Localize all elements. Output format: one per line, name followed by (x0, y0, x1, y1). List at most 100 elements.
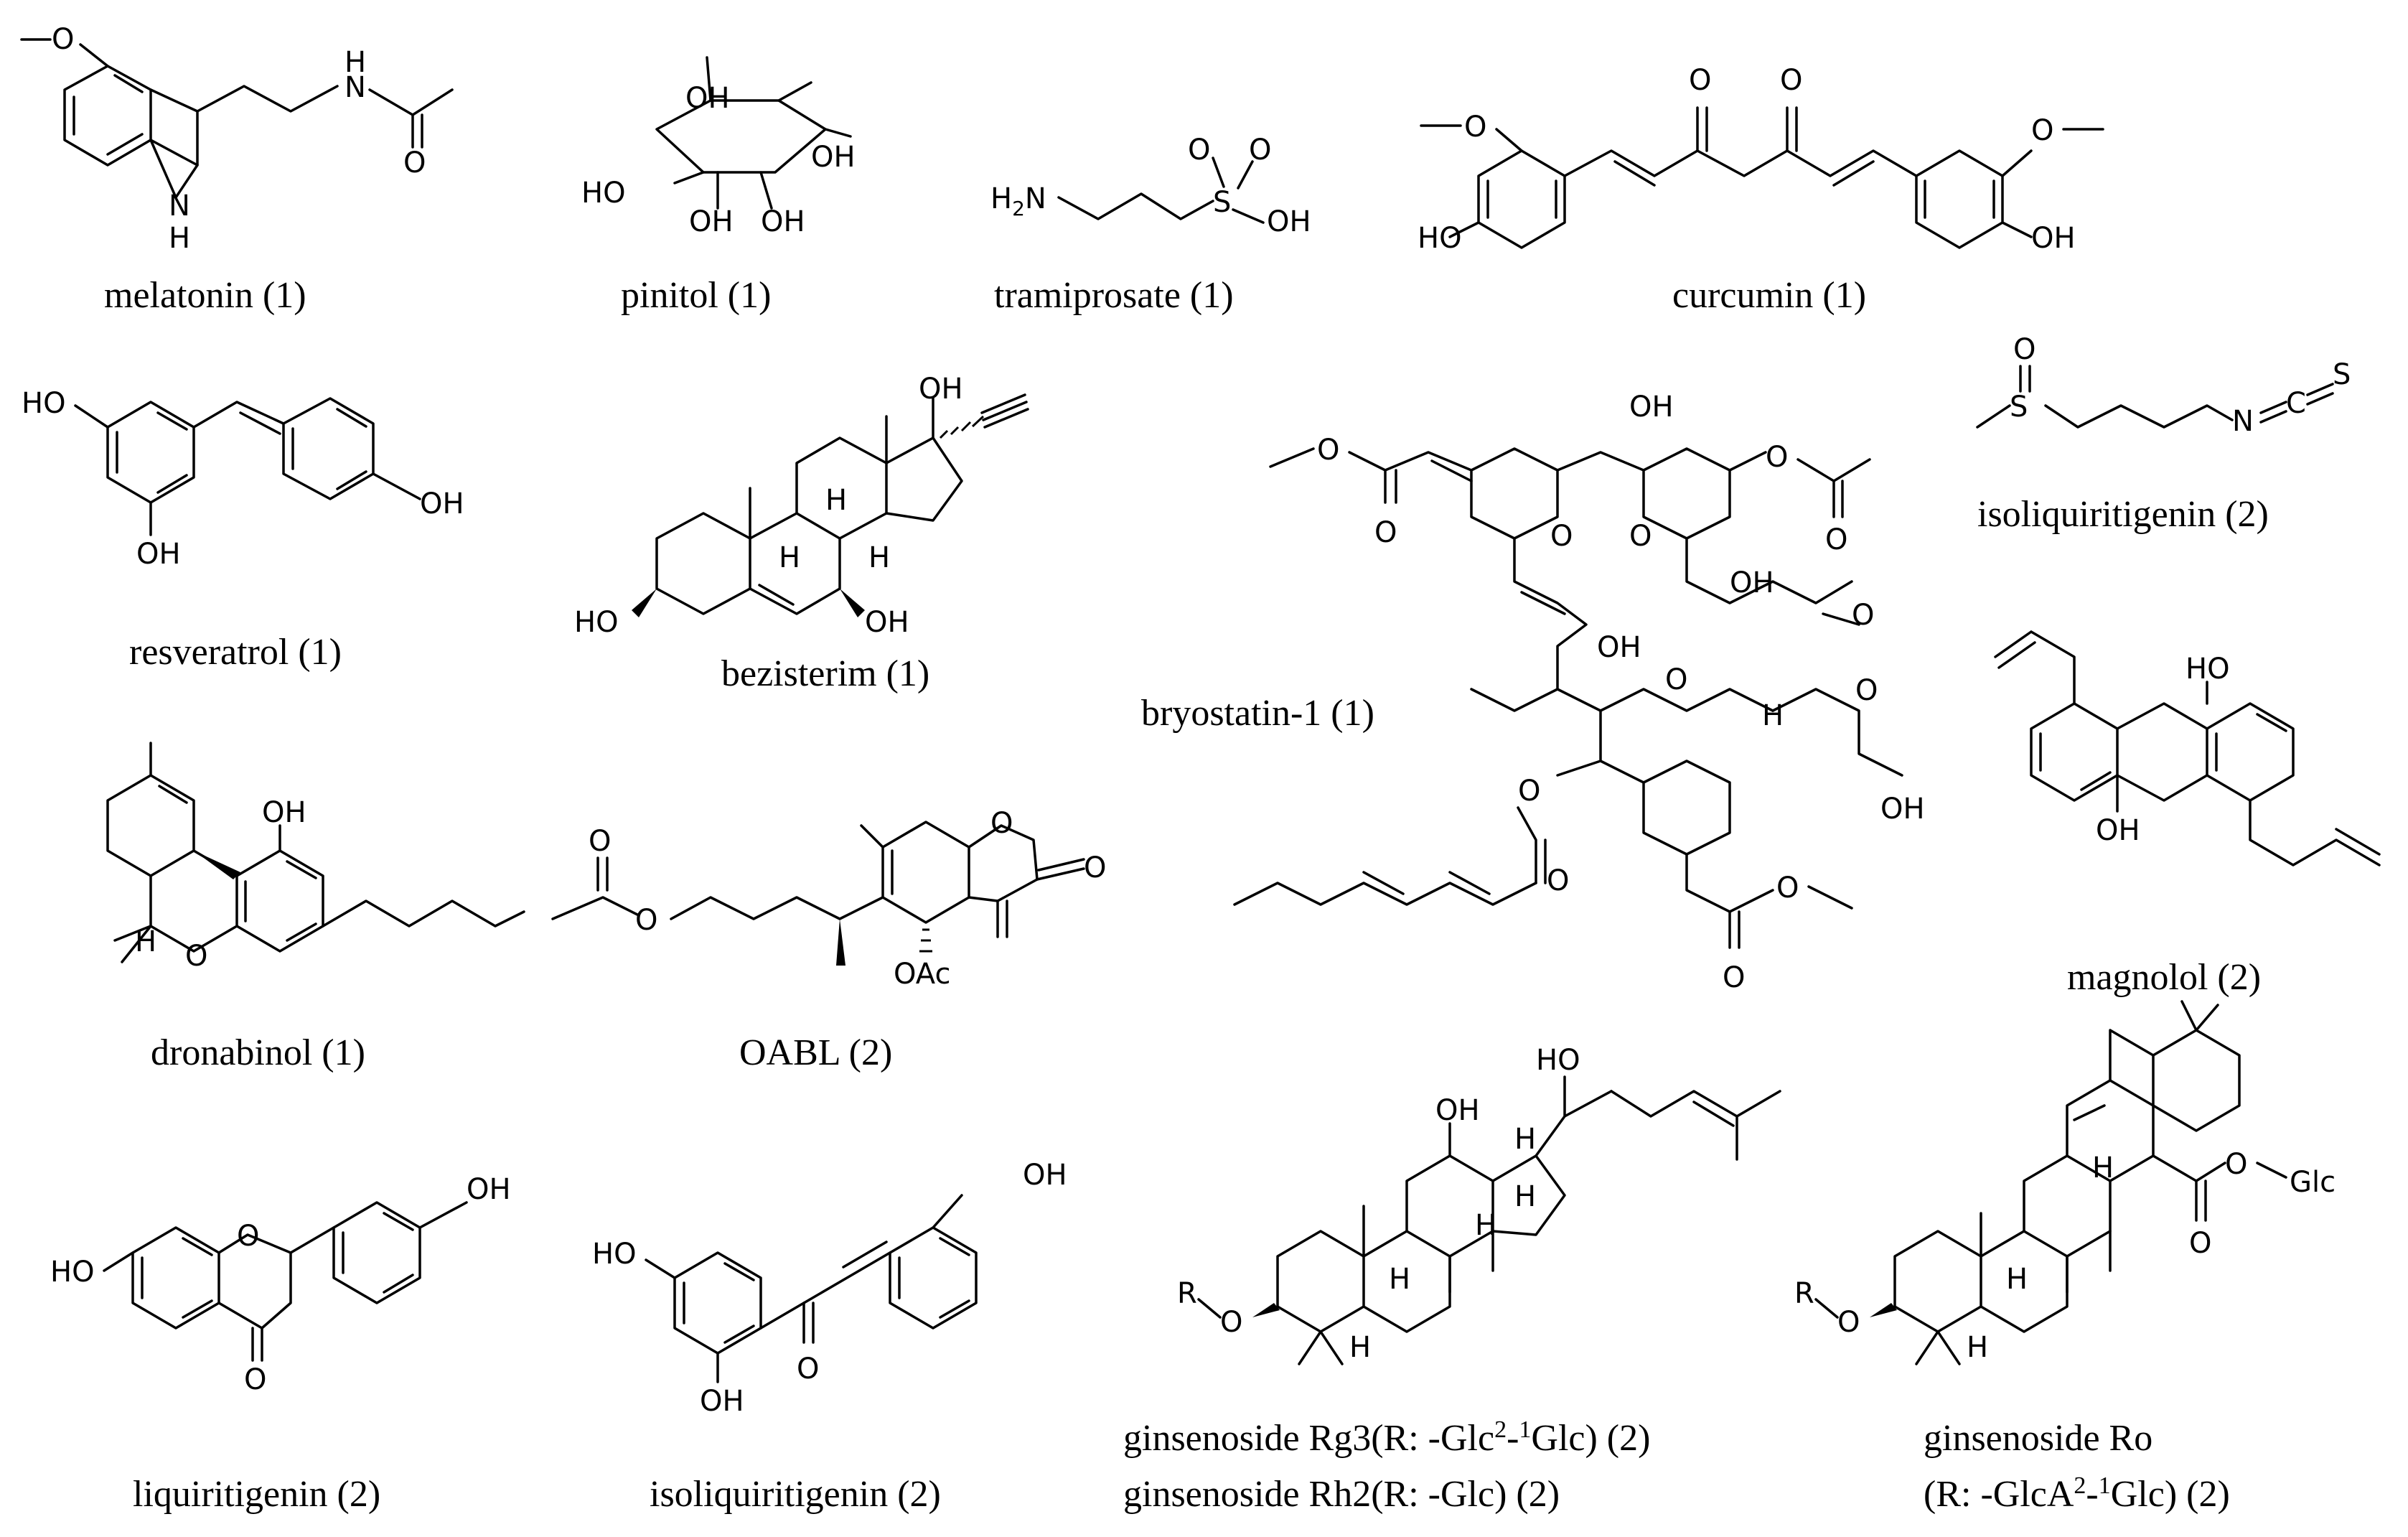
atom-n: N (169, 190, 190, 223)
atom-ho: HO (1536, 1044, 1580, 1077)
atom-ho: HO (574, 606, 619, 639)
atom-o: O (1374, 516, 1397, 549)
liquiritigenin-structure: HO O O OH (50, 1173, 511, 1396)
atom-h: H (169, 222, 190, 255)
atom-oh: OH (1629, 391, 1674, 424)
caption-isothiocyanate: isoliquiritigenin (2) (1977, 494, 2269, 535)
atom-ho: HO (592, 1238, 637, 1271)
isoliquiritigenin-structure: HO OH O OH (592, 1159, 1067, 1418)
tramiprosate-structure: H2N S O O OH (990, 134, 1311, 238)
atom-oh: OH (1267, 205, 1311, 238)
atom-o: O (1766, 441, 1788, 474)
caption-resveratrol: resveratrol (1) (129, 632, 342, 673)
atom-oh: OH (700, 1385, 744, 1418)
atom-o: O (1547, 864, 1569, 897)
caption-curcumin: curcumin (1) (1672, 275, 1866, 316)
atom-o: O (1776, 872, 1799, 905)
atom-ho: HO (50, 1256, 95, 1289)
bezisterim-structure: OH H H H HO OH (574, 373, 1029, 639)
atom-oh: OH (2096, 814, 2140, 847)
atom-o: O (2031, 114, 2053, 147)
atom-o: O (1249, 134, 1271, 167)
atom-s: S (1213, 186, 1231, 219)
atom-o: O (2013, 333, 2035, 366)
atom-o: O (237, 1220, 259, 1253)
atom-o: O (1317, 434, 1339, 467)
oabl-structure: O O O O OAc (551, 807, 1106, 991)
bryostatin-structure: O O O OH O O O OH O O OH O H OH O O O O (1233, 391, 1925, 994)
atom-oh: OH (2031, 222, 2076, 255)
atom-h: H (2092, 1151, 2114, 1185)
caption-ginsenoside-ro: ginsenoside Ro (1924, 1418, 2152, 1459)
atom-s: S (2010, 391, 2028, 424)
atom-o: O (635, 904, 657, 937)
atom-h2n: H2N (990, 182, 1046, 220)
caption-ginsenoside-ro-r: (R: -GlcA2-1Glc) (2) (1924, 1472, 2230, 1515)
atom-oh: OH (685, 82, 730, 115)
atom-o: O (589, 825, 611, 858)
resveratrol-structure: HO OH OH (22, 387, 464, 571)
atom-h: H (825, 484, 847, 517)
caption-ginsenoside-rh2: ginsenoside Rh2(R: -Glc) (2) (1123, 1474, 1560, 1515)
atom-h: H (868, 541, 890, 574)
atom-o: O (1084, 851, 1106, 884)
atom-oh: OH (865, 606, 909, 639)
atom-oh: OH (420, 487, 464, 520)
atom-o: O (244, 1363, 266, 1396)
dronabinol-structure: OH O H (106, 742, 525, 973)
atom-oh: OH (262, 796, 306, 829)
atom-oh: OH (1597, 631, 1641, 664)
isothiocyanate-structure: O S N C S (1976, 333, 2351, 438)
caption-dronabinol: dronabinol (1) (151, 1032, 365, 1073)
atom-r: R (1177, 1277, 1197, 1310)
caption-melatonin: melatonin (1) (104, 275, 306, 316)
atom-r: R (1794, 1277, 1814, 1310)
atom-h: H (1389, 1263, 1410, 1296)
atom-o: O (1188, 134, 1210, 167)
atom-ho: HO (22, 387, 66, 420)
atom-s: S (2333, 358, 2351, 391)
pinitol-structure: OH OH HO OH OH (581, 56, 856, 238)
atom-oh: OH (919, 373, 963, 406)
caption-bryostatin: bryostatin-1 (1) (1141, 693, 1374, 734)
atom-oh: OH (689, 205, 734, 238)
atom-o: O (2189, 1227, 2211, 1260)
atom-n: N (2232, 405, 2254, 438)
melatonin-structure: O N H H N O (20, 23, 454, 255)
caption-isoliquiritigenin: isoliquiritigenin (2) (650, 1474, 941, 1515)
caption-oabl: OABL (2) (739, 1032, 892, 1073)
atom-oh: OH (1880, 793, 1925, 826)
atom-o: O (1464, 111, 1486, 144)
caption-tramiprosate: tramiprosate (1) (994, 275, 1234, 316)
ginsenoside-rg3-structure: R O OH HO H H H H H (1177, 1044, 1781, 1365)
atom-o: O (1518, 775, 1540, 808)
atom-o: O (1629, 520, 1652, 553)
curcumin-structure: O HO O O O OH (1418, 64, 2104, 255)
atom-h: H (2006, 1263, 2028, 1296)
atom-o: O (1723, 961, 1745, 994)
atom-h: H (135, 925, 156, 958)
atom-glc: Glc (2290, 1166, 2336, 1199)
caption-magnolol: magnolol (2) (2067, 957, 2261, 998)
atom-ho: HO (2186, 653, 2230, 686)
atom-oh: OH (1730, 566, 1774, 599)
atom-o: O (1855, 674, 1878, 707)
atom-o: O (1550, 520, 1573, 553)
caption-ginsenoside-rg3: ginsenoside Rg3(R: -Glc2-1Glc) (2) (1123, 1416, 1650, 1459)
atom-o: O (1665, 663, 1687, 696)
atom-h: H (345, 46, 366, 79)
atom-n: N (345, 71, 366, 104)
atom-o: O (403, 146, 426, 179)
atom-oac: OAc (894, 958, 950, 991)
atom-o: O (990, 807, 1013, 840)
atom-h: H (779, 541, 800, 574)
atom-o: O (2225, 1148, 2247, 1181)
atom-h: H (1349, 1331, 1371, 1364)
atom-h: H (1762, 699, 1784, 732)
atom-o: O (185, 940, 207, 973)
caption-liquiritigenin: liquiritigenin (2) (133, 1474, 380, 1515)
atom-oh: OH (761, 205, 805, 238)
atom-h: H (1514, 1123, 1536, 1156)
atom-o: O (1852, 599, 1874, 632)
